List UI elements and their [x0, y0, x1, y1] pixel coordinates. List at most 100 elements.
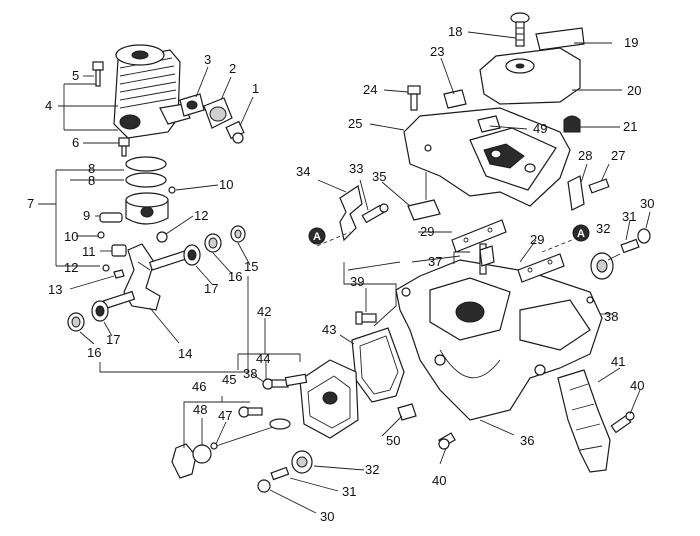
cover-knob: [510, 12, 530, 47]
marker-a-right-text: A: [577, 228, 585, 240]
label-30a: 30: [640, 196, 654, 211]
label-32b: 32: [365, 462, 379, 477]
label-18: 18: [448, 24, 462, 39]
crankcase: [395, 243, 603, 421]
label-50: 50: [386, 433, 400, 448]
label-41: 41: [611, 354, 625, 369]
screw-24: [407, 85, 421, 111]
label-16b: 16: [87, 345, 101, 360]
chain-guide-plate-29-right: [517, 253, 565, 283]
label-42: 42: [257, 304, 271, 319]
label-30b: 30: [320, 509, 334, 524]
label-20: 20: [627, 83, 641, 98]
label-33: 33: [349, 161, 363, 176]
label-3: 3: [204, 52, 211, 67]
needle-bearing: [156, 231, 168, 243]
piston-ring-2: [125, 172, 167, 188]
decompression-valve: [225, 120, 245, 144]
marker-a-left: [308, 227, 326, 245]
label-45: 45: [222, 372, 236, 387]
label-21: 21: [623, 119, 637, 134]
screw-27: [588, 178, 610, 194]
label-27: 27: [611, 148, 625, 163]
label-31b: 31: [342, 484, 356, 499]
label-25: 25: [348, 116, 362, 131]
decal-23: [443, 89, 467, 109]
label-4: 4: [45, 98, 52, 113]
bolt-40-right: [610, 411, 635, 434]
label-15: 15: [244, 259, 258, 274]
label-7: 7: [27, 196, 34, 211]
label-31a: 31: [622, 209, 636, 224]
cylinder: [113, 44, 191, 139]
bar-stud-group-lower: [257, 450, 313, 493]
piston-crank-assembly: [67, 156, 246, 332]
circlip-left: [97, 231, 105, 239]
label-35: 35: [372, 169, 386, 184]
circlip-upper: [168, 186, 176, 194]
label-8a: 8: [88, 161, 95, 176]
piston: [125, 192, 169, 225]
cylinder-bolt-upper: [92, 61, 104, 87]
top-cover-assembly: [403, 12, 585, 221]
label-10b: 10: [64, 229, 78, 244]
label-11: 11: [82, 244, 96, 259]
label-12b: 12: [64, 260, 78, 275]
part-number-labels: 1 2 3 4 5 6 7 8 8 9 10 10 11 12 12 13 14…: [27, 24, 654, 524]
oil-filter-hose: [210, 418, 291, 450]
chain-guide-plate-29-left: [451, 219, 507, 253]
crank-seal-right: [204, 233, 222, 253]
label-14: 14: [178, 346, 192, 361]
leader-lines-left: [38, 66, 254, 373]
circlip-lower: [102, 264, 110, 272]
crankcase-assembly: [355, 175, 651, 450]
bracket-28: [567, 175, 585, 211]
label-24: 24: [363, 82, 377, 97]
screw-38-left: [262, 378, 289, 390]
crankshaft: [102, 243, 192, 311]
label-28: 28: [578, 148, 592, 163]
lower-assembly: [171, 327, 405, 493]
marker-a-left-text: A: [313, 231, 321, 243]
group-outlines: [343, 251, 470, 327]
label-12a: 12: [194, 208, 208, 223]
grommet-50: [397, 403, 417, 421]
side-cover-assembly: [557, 367, 641, 473]
label-8b: 8: [88, 173, 95, 188]
label-38b: 38: [243, 366, 257, 381]
marker-a-right: [572, 224, 590, 242]
cylinder-assembly: [92, 44, 245, 157]
label-2: 2: [229, 61, 236, 76]
crank-bearing-left: [91, 300, 109, 322]
chain-catcher-group: [308, 179, 389, 247]
bolt-33: [361, 203, 389, 224]
label-32a: 32: [596, 221, 610, 236]
label-40b: 40: [432, 473, 446, 488]
label-1: 1: [252, 81, 259, 96]
air-filter-housing: [403, 107, 571, 207]
label-40a: 40: [630, 378, 644, 393]
filter-element-35: [407, 199, 441, 221]
label-37: 37: [428, 254, 442, 269]
label-44: 44: [256, 351, 270, 366]
label-16a: 16: [228, 269, 242, 284]
label-29a: 29: [420, 224, 434, 239]
screw-39: [355, 311, 377, 325]
label-38a: 38: [604, 309, 618, 324]
piston-pin: [99, 212, 123, 223]
label-48: 48: [193, 402, 207, 417]
label-10a: 10: [219, 177, 233, 192]
oil-cap-group: [171, 443, 212, 479]
label-6: 6: [72, 135, 79, 150]
top-cover: [479, 47, 581, 105]
label-43: 43: [322, 322, 336, 337]
label-23: 23: [430, 44, 444, 59]
leader-lines-lower: [183, 318, 365, 514]
chain-catcher-34: [339, 185, 363, 242]
intake-gasket: [179, 93, 205, 117]
label-49: 49: [533, 121, 547, 136]
label-5: 5: [72, 68, 79, 83]
intake-flange: [203, 97, 233, 129]
label-17b: 17: [106, 332, 120, 347]
